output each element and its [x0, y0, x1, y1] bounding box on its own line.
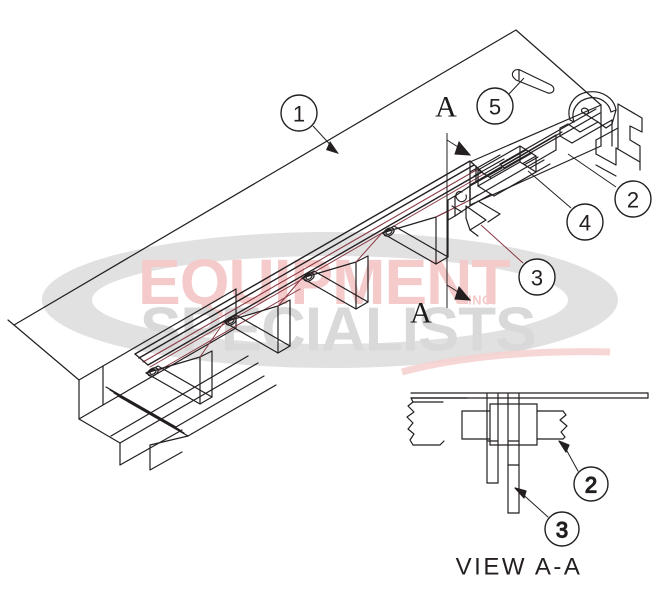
- main-rail: [134, 160, 483, 366]
- section-callout-3-circle[interactable]: [544, 511, 580, 547]
- section-view-a-a: 2 3 VIEW A-A: [406, 392, 649, 581]
- section-letter-top: A: [435, 91, 457, 124]
- section-marker-A-A: A A: [410, 91, 472, 330]
- callout-5-label: 5: [489, 95, 501, 120]
- callout-4-label: 4: [579, 211, 591, 236]
- gusset-bracket: [301, 255, 369, 310]
- main-isometric-view: [7, 29, 643, 471]
- callout-balloon-2[interactable]: 2: [567, 153, 652, 218]
- callout-balloon-1[interactable]: 1: [280, 94, 339, 154]
- section-bolt-body: [489, 403, 564, 446]
- callout-1-label: 1: [293, 102, 305, 127]
- section-callout-3[interactable]: 3: [514, 487, 580, 547]
- section-arrow-top-icon: [454, 140, 472, 156]
- section-callout-3-arrow-icon: [514, 487, 527, 499]
- callout-2-leader: [567, 153, 617, 188]
- callout-balloon-5[interactable]: 5: [476, 77, 525, 125]
- section-callout-3-label: 3: [556, 518, 568, 543]
- panel-right-fold: [469, 104, 602, 206]
- callout-3-label: 3: [531, 266, 543, 291]
- watermark-sweep: [401, 348, 611, 376]
- gusset-bracket: [145, 350, 213, 405]
- section-straps: [486, 393, 520, 514]
- gusset-accent-lines: [199, 199, 471, 358]
- pin-fastener: [511, 69, 555, 94]
- callout-2-label: 2: [627, 188, 639, 213]
- section-top-plate: [410, 392, 649, 399]
- rail-ribs: [469, 154, 505, 177]
- section-callout-2-label: 2: [585, 473, 597, 498]
- callout-4-circle[interactable]: [566, 203, 604, 241]
- rail-accent-edge: [149, 173, 485, 372]
- main-body-panel: [7, 29, 602, 381]
- callout-4-leader: [527, 170, 572, 209]
- section-callout-2-circle[interactable]: [573, 466, 609, 502]
- callout-5-circle[interactable]: [476, 87, 514, 125]
- callout-2-circle[interactable]: [614, 180, 652, 218]
- callout-1-arrow-icon: [326, 141, 339, 154]
- section-letter-bottom: A: [410, 297, 432, 330]
- section-break-line-right: [559, 410, 568, 440]
- watermark-line-3: INC.: [468, 293, 496, 308]
- callout-5-leader: [507, 77, 525, 96]
- section-bolt-head: [461, 403, 491, 446]
- clamp-saddle-assembly: [559, 91, 643, 177]
- section-break-line-left: [406, 397, 468, 446]
- callout-balloons: 1 2 3 4 5: [280, 77, 652, 296]
- callout-3-leader: [480, 224, 524, 264]
- gusset-bracket: [223, 299, 291, 354]
- section-callout-2[interactable]: 2: [558, 440, 609, 502]
- callout-balloon-4[interactable]: 4: [527, 170, 604, 241]
- callout-balloon-3[interactable]: 3: [480, 224, 556, 296]
- callout-3-circle[interactable]: [518, 258, 556, 296]
- section-callout-2-arrow-icon: [558, 440, 570, 453]
- lower-left-channel: [105, 375, 277, 471]
- section-arrow-bottom-icon: [454, 285, 472, 301]
- callout-1-circle[interactable]: [280, 94, 318, 132]
- watermark-line-1: EQUIPMENT: [138, 246, 510, 318]
- view-a-a-label: VIEW A-A: [456, 554, 583, 581]
